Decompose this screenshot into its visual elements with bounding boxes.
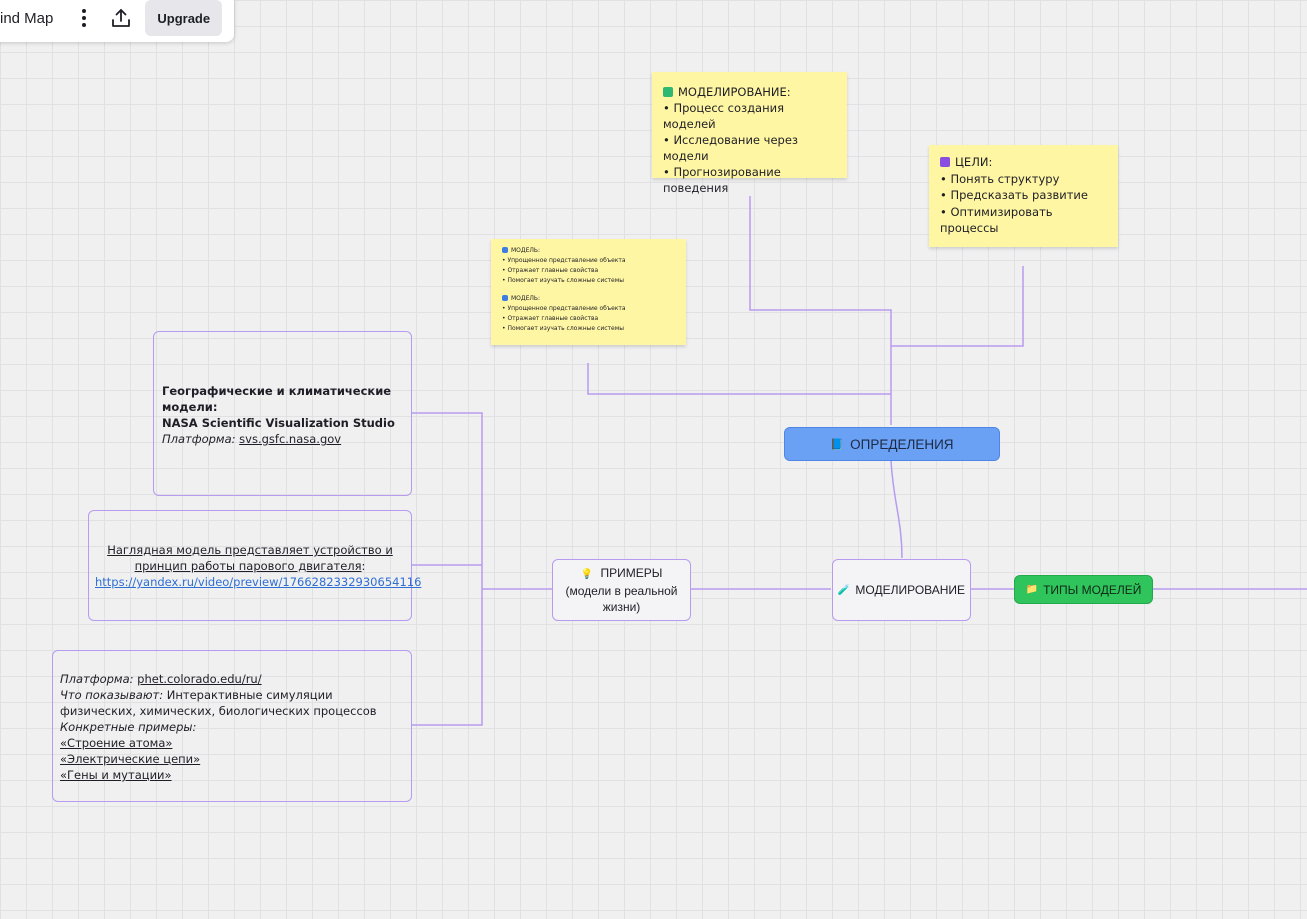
book-icon: 📘	[830, 438, 845, 451]
folder-icon: 📁	[1025, 584, 1039, 595]
platform-label: Платформа:	[162, 432, 236, 446]
board-title[interactable]: ind Map	[0, 9, 54, 27]
connector-hub-frames	[412, 412, 483, 726]
node-model-types[interactable]: 📁 ТИПЫ МОДЕЛЕЙ	[1014, 575, 1153, 604]
node-model-types-label: ТИПЫ МОДЕЛЕЙ	[1043, 582, 1142, 597]
frame-phet[interactable]: Платформа: phet.colorado.edu/ru/ Что пок…	[52, 650, 412, 802]
connector-goals-sticky	[891, 266, 1024, 347]
shows-label: Что показывают:	[60, 688, 164, 702]
nasa-link[interactable]: svs.gsfc.nasa.gov	[239, 432, 342, 446]
sticky-model-line: • Отражает главные свойства	[502, 267, 599, 274]
phet-link[interactable]: phet.colorado.edu/ru/	[137, 672, 262, 686]
node-definitions-label: ОПРЕДЕЛЕНИЯ	[850, 436, 954, 452]
more-vertical-icon[interactable]	[73, 8, 95, 28]
node-examples-label: ПРИМЕРЫ	[600, 566, 663, 580]
board-toolbar: ind Map Upgrade	[0, 0, 234, 42]
node-modeling-label: МОДЕЛИРОВАНИЕ	[855, 583, 966, 597]
sticky-modeling-line: • Прогнозирование поведения	[663, 165, 785, 195]
node-modeling[interactable]: 🧪 МОДЕЛИРОВАНИЕ	[832, 559, 971, 621]
sticky-model-line: • Помогает изучать сложные системы	[502, 277, 624, 284]
connector-model-sticky	[587, 363, 891, 395]
frame-geo-subtitle: NASA Scientific Visualization Studio	[162, 416, 395, 430]
node-examples-sub: (модели в реальной жизни)	[565, 584, 678, 614]
node-definitions[interactable]: 📘 ОПРЕДЕЛЕНИЯ	[784, 427, 1000, 461]
sticky-modeling-line: • Исследование через модели	[663, 133, 802, 163]
sticky-model-line: • Помогает изучать сложные системы	[502, 325, 624, 332]
platform-label: Платформа:	[60, 672, 134, 686]
example-circuits-link[interactable]: «Электрические цепи»	[60, 752, 201, 766]
example-atom-link[interactable]: «Строение атома»	[60, 736, 173, 750]
frame-geo-models[interactable]: Географические и климатические модели: N…	[153, 331, 412, 496]
test-tube-icon: 🧪	[837, 584, 851, 596]
purple-square-icon	[940, 157, 950, 167]
lightbulb-icon: 💡	[580, 569, 594, 580]
steam-engine-colon: :	[361, 559, 366, 573]
sticky-model[interactable]: МОДЕЛЬ: • Упрощенное представление объек…	[491, 239, 686, 345]
yandex-video-link[interactable]: https://yandex.ru/video/preview/17662823…	[95, 575, 422, 589]
sticky-modeling[interactable]: МОДЕЛИРОВАНИЕ: • Процесс создания моделе…	[652, 72, 847, 195]
sticky-model-title: МОДЕЛЬ:	[511, 247, 541, 254]
blue-square-icon	[502, 295, 508, 301]
connector-modeling-sticky	[749, 196, 892, 425]
sticky-model-title: МОДЕЛЬ:	[511, 295, 541, 302]
example-genes-link[interactable]: «Гены и мутации»	[60, 768, 172, 782]
sticky-model-line: • Упрощенное представление объекта	[502, 257, 626, 264]
sticky-modeling-title: МОДЕЛИРОВАНИЕ:	[678, 85, 791, 99]
sticky-model-line: • Отражает главные свойства	[502, 315, 599, 322]
connector-definitions-modeling	[890, 459, 903, 559]
sticky-goals-line: • Понять структуру	[940, 171, 1060, 186]
blue-square-icon	[502, 247, 508, 253]
steam-engine-text: Наглядная модель представляет устройство…	[107, 543, 393, 573]
sticky-goals[interactable]: ЦЕЛИ: • Понять структуру • Предсказать р…	[929, 145, 1118, 247]
sticky-model-line: • Упрощенное представление объекта	[502, 305, 626, 312]
sticky-goals-line: • Оптимизировать процессы	[940, 204, 1057, 236]
upgrade-button[interactable]: Upgrade	[145, 0, 223, 36]
frame-geo-title: Географические и климатические модели:	[162, 384, 392, 414]
sticky-goals-line: • Предсказать развитие	[940, 188, 1088, 202]
upload-icon[interactable]	[107, 7, 135, 29]
sticky-goals-title: ЦЕЛИ:	[955, 155, 993, 169]
examples-label: Конкретные примеры:	[60, 720, 197, 734]
frame-geo-platform: Платформа: svs.gsfc.nasa.gov	[162, 431, 403, 447]
green-square-icon	[663, 87, 673, 97]
shows-text: Интерактивные симуляции физических, хими…	[60, 688, 377, 718]
node-examples[interactable]: 💡 ПРИМЕРЫ (модели в реальной жизни)	[552, 559, 691, 621]
frame-steam-engine[interactable]: Наглядная модель представляет устройство…	[88, 510, 421, 621]
sticky-modeling-line: • Процесс создания моделей	[663, 101, 788, 131]
